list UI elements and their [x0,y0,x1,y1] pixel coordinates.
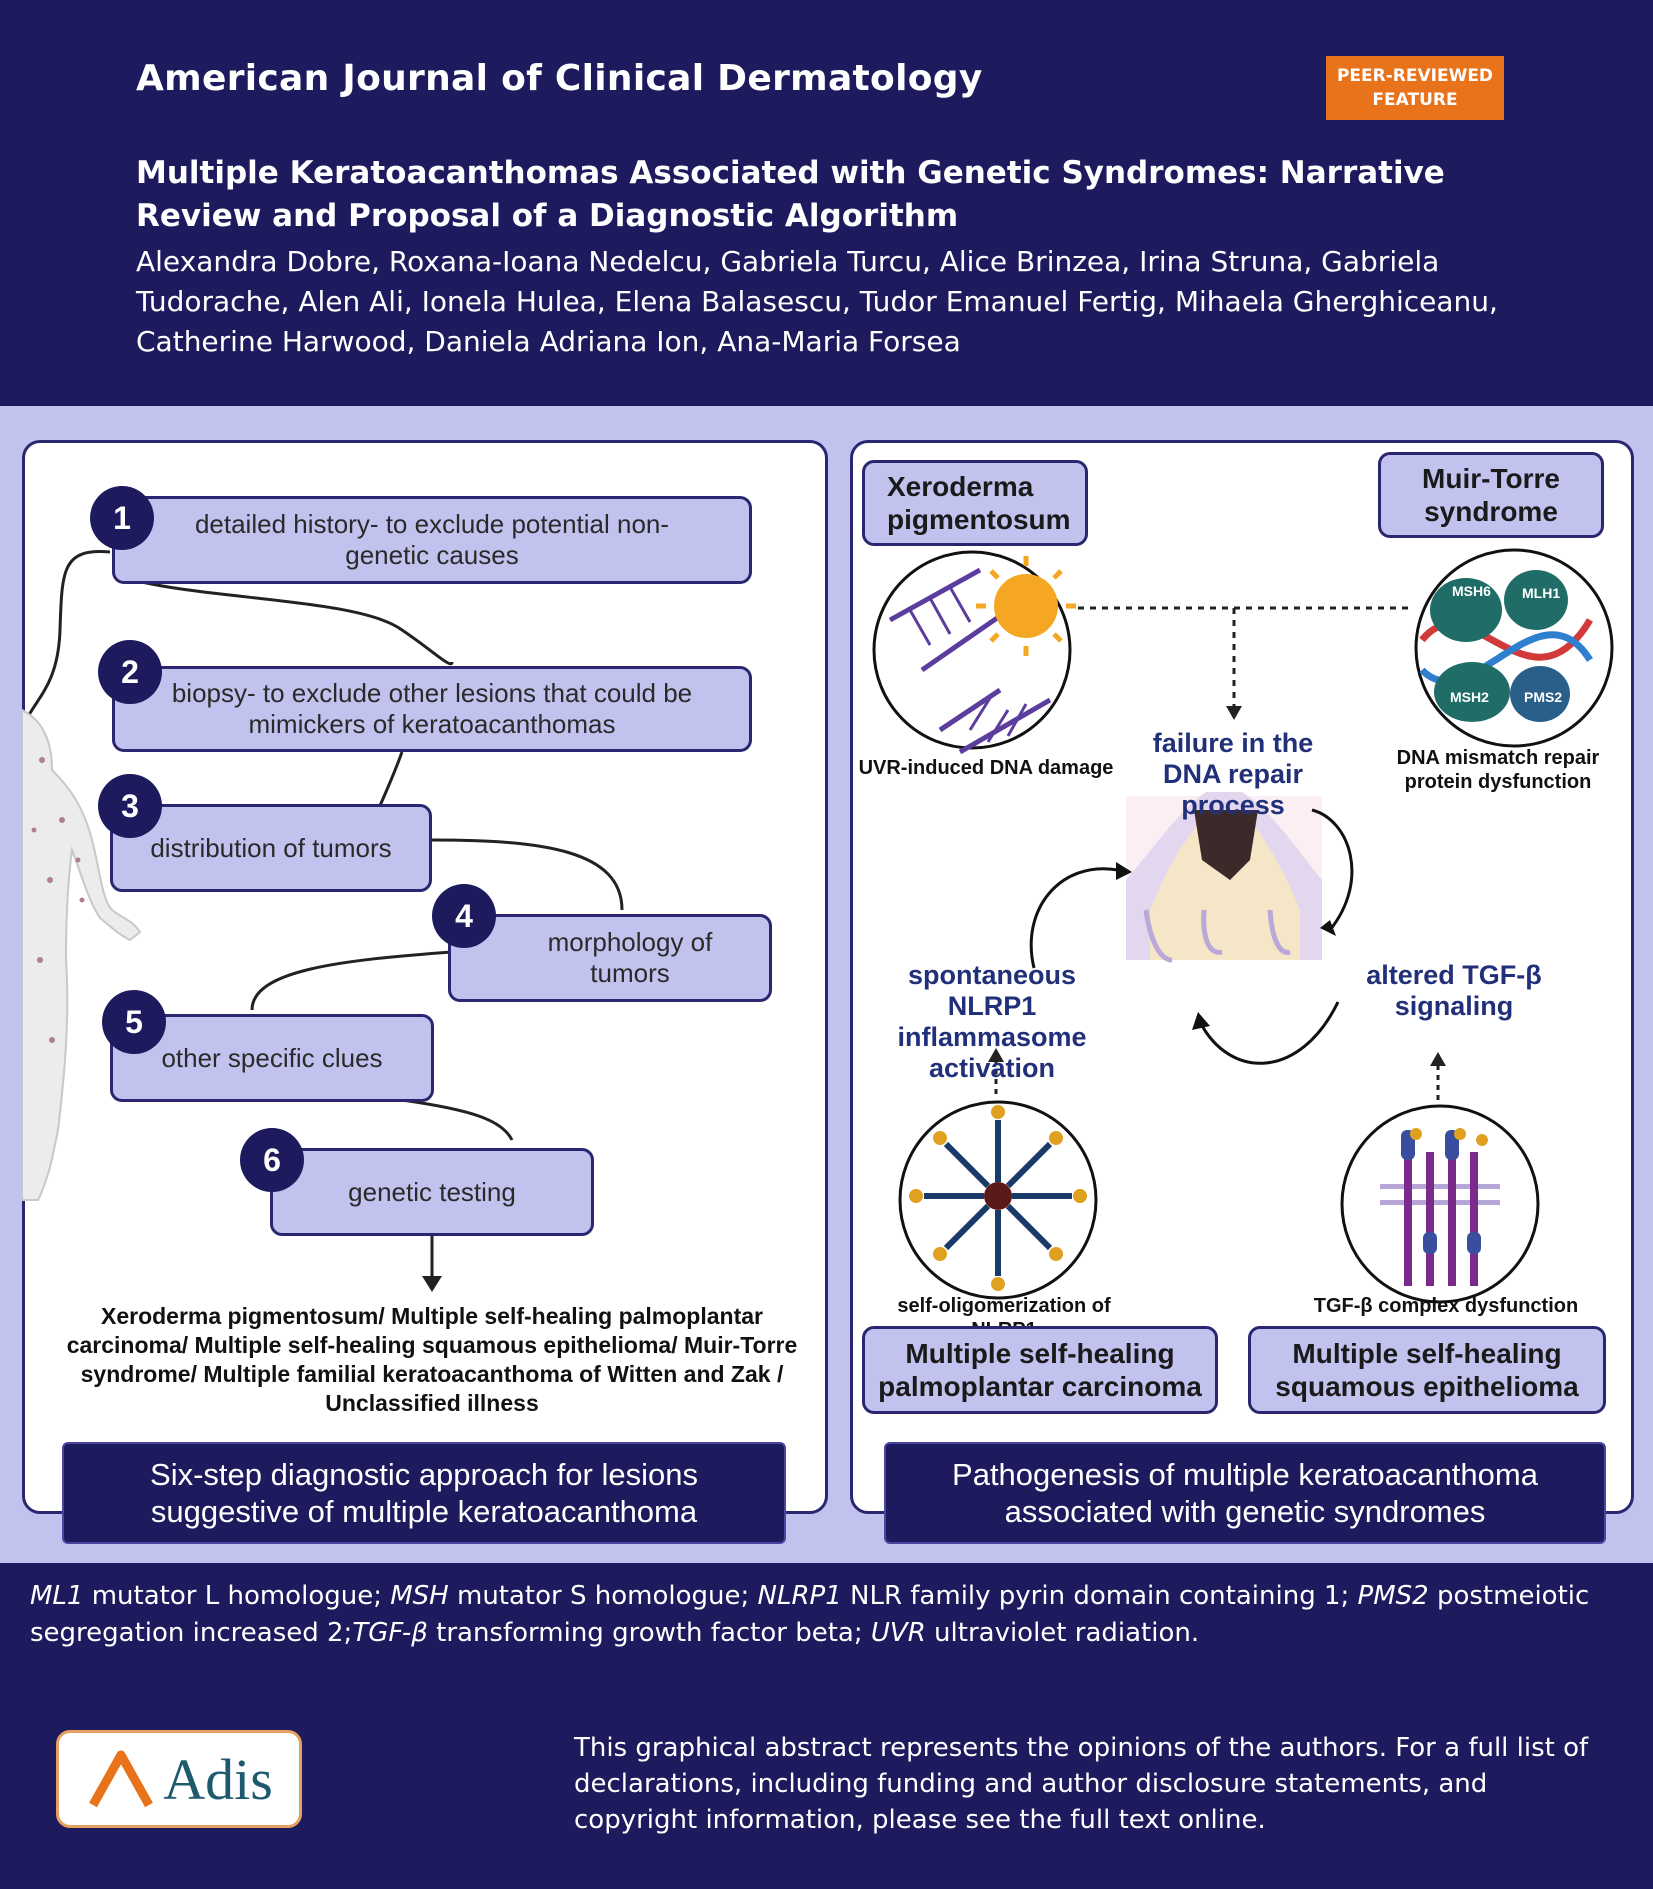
step-6-text: genetic testing [348,1176,516,1207]
step-5-text: other specific clues [161,1042,383,1073]
article-title: Multiple Keratoacanthomas Associated wit… [136,155,1445,234]
protein-mlh1: MLH1 [1522,585,1560,601]
step-3-box: distribution of tumors [110,804,432,892]
step-4-box: morphology of tumors [448,914,772,1002]
protein-pms2: PMS2 [1524,689,1562,705]
step-4-text: morphology of tumors [547,927,713,988]
pathogenesis-caption: Pathogenesis of multiple keratoacanthoma… [884,1442,1606,1544]
protein-msh2: MSH2 [1450,689,1489,705]
step-4-number: 4 [432,884,496,948]
tgf-caption: TGF-β complex dysfunction [1313,1295,1579,1317]
diagnosis-outcomes: Xeroderma pigmentosum/ Multiple self-hea… [66,1303,798,1416]
def-pms2: postmeiotic segregation increased 2; [30,1581,1590,1648]
def-msh: mutator S homologue; [448,1581,758,1611]
step-2-text: biopsy- to exclude other lesions that co… [171,678,693,739]
badge-line-1: PEER-REVIEWED [1336,66,1494,86]
step-3-text: distribution of tumors [150,832,392,863]
uvr-caption: UVR-induced DNA damage [858,757,1114,779]
author-list: Alexandra Dobre, Roxana-Ioana Nedelcu, G… [136,245,1498,358]
abbr-uvr: UVR [870,1618,926,1648]
abbr-msh: MSH [390,1581,449,1611]
abbreviations-footnote: ML1 mutator L homologue; MSH mutator S h… [30,1578,1620,1652]
adis-triangle-icon [89,1750,154,1808]
adis-logo: Adis [56,1730,302,1828]
dna-repair-failure-label: failure in the DNA repair process [1152,728,1314,820]
def-ml1: mutator L homologue; [83,1581,391,1611]
adis-logo-text: Adis [163,1746,273,1812]
abbr-pms2: PMS2 [1357,1581,1429,1611]
abbr-tgf: TGF-β [352,1618,428,1648]
pathogenesis-illustration: MSH6 MLH1 MSH2 PMS2 [872,548,1614,1304]
def-nlrp1: NLR family pyrin domain containing 1; [841,1581,1358,1611]
msse-label: Multiple self-healing squamous epithelio… [1248,1326,1606,1414]
nlrp1-activation-label: spontaneous NLRP1 inflammasome activatio… [897,960,1087,1083]
step-3-number: 3 [98,774,162,838]
xeroderma-pigmentosum-label: Xeroderma pigmentosum [862,460,1088,546]
diagnostic-caption: Six-step diagnostic approach for lesions… [62,1442,786,1544]
abbr-nlrp1: NLRP1 [757,1581,842,1611]
journal-title: American Journal of Clinical Dermatology [136,58,983,99]
step-5-number: 5 [102,990,166,1054]
step-1-number: 1 [90,486,154,550]
badge-line-2: FEATURE [1372,90,1458,110]
muir-torre-label: Muir-Torre syndrome [1378,452,1604,538]
disclaimer-text: This graphical abstract represents the o… [574,1733,1589,1835]
abbr-ml1: ML1 [30,1581,84,1611]
protein-msh6: MSH6 [1452,583,1491,599]
peer-reviewed-badge: PEER-REVIEWED FEATURE [1326,56,1504,120]
mshpc-label: Multiple self-healing palmoplantar carci… [862,1326,1218,1414]
step-6-box: genetic testing [270,1148,594,1236]
tgf-signaling-label: altered TGF-β signaling [1366,960,1542,1021]
step-6-number: 6 [240,1128,304,1192]
step-2-box: biopsy- to exclude other lesions that co… [112,666,752,752]
step-1-box: detailed history- to exclude potential n… [112,496,752,584]
step-1-text: detailed history- to exclude potential n… [194,509,670,570]
mmr-caption: DNA mismatch repair protein dysfunction [1396,747,1600,793]
def-tgf: transforming growth factor beta; [427,1618,871,1648]
def-uvr: ultraviolet radiation. [925,1618,1200,1648]
step-2-number: 2 [98,640,162,704]
